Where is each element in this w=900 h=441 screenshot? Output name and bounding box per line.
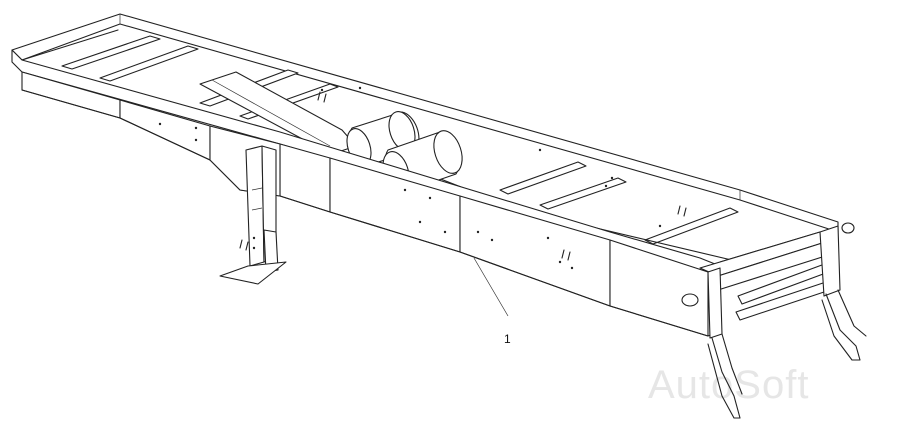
near-side-rail bbox=[11, 49, 721, 337]
callout-1: 1 bbox=[473, 257, 511, 346]
landing-leg bbox=[219, 145, 287, 285]
callout-label: 1 bbox=[504, 332, 511, 346]
callout-leader-line bbox=[473, 257, 509, 317]
rear-end-frame bbox=[681, 222, 867, 419]
